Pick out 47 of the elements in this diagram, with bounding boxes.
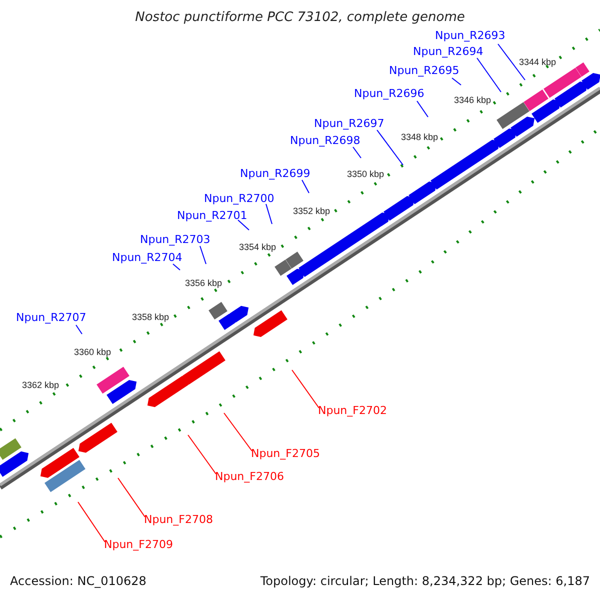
leader-line	[266, 204, 272, 224]
leader-line	[78, 502, 106, 542]
scale-label: 3352 kbp	[293, 207, 330, 216]
scale-label: 3350 kbp	[347, 170, 384, 179]
gene-label: Npun_R2704	[112, 252, 182, 263]
leader-line	[224, 412, 252, 452]
footer-text: Topology: circular; Length: 8,234,322 bp; Genes: 6,187	[260, 575, 590, 587]
leader-line	[452, 78, 462, 86]
gene-label: Npun_R2694	[413, 46, 484, 57]
footer-text: Accession: NC_010628	[10, 575, 146, 587]
gene-label: Npun_R2699	[240, 168, 310, 179]
leader-line	[498, 44, 526, 80]
scale-label: 3358 kbp	[132, 313, 170, 322]
gene-label: Npun_R2693	[435, 30, 506, 41]
gene-label: Npun_F2705	[251, 448, 320, 459]
leader-line	[76, 324, 82, 334]
gene-label: Npun_F2702	[318, 405, 387, 416]
scale-label: 3346 kbp	[454, 96, 492, 105]
scale-label: 3344 kbp	[519, 58, 556, 67]
gene-label: Npun_R2703	[140, 234, 210, 245]
gene-label: Npun_F2708	[144, 514, 213, 525]
gene-label: Npun_R2701	[177, 210, 248, 221]
leader-line	[238, 220, 250, 230]
leader-line	[302, 180, 310, 194]
diagram-title: Nostoc punctiforme PCC 73102, complete genome	[134, 11, 466, 24]
leader-line	[200, 246, 206, 264]
leader-line	[188, 434, 216, 474]
leader-line	[416, 100, 428, 118]
scale-label: 3356 kbp	[185, 279, 222, 288]
gene-label: Npun_R2697	[314, 118, 384, 129]
gene-label: Npun_R2695	[389, 65, 460, 76]
leader-line	[476, 58, 502, 92]
scale-label: 3348 kbp	[401, 133, 438, 142]
gene-label: Npun_F2709	[104, 539, 173, 550]
leader-line	[352, 146, 362, 158]
gene-label: Npun_R2707	[16, 312, 86, 323]
gene-label: Npun_R2698	[290, 135, 360, 146]
leader-line	[118, 478, 146, 518]
gene-label: Npun_F2706	[215, 471, 284, 482]
gene-label: Npun_R2696	[354, 88, 424, 99]
scale-label: 3360 kbp	[74, 348, 112, 357]
scale-label: 3354 kbp	[239, 243, 276, 252]
scale-label: 3362 kbp	[22, 381, 60, 390]
leader-line	[172, 264, 180, 270]
leader-line	[376, 130, 404, 166]
leader-line	[292, 370, 320, 408]
gene-label: Npun_R2700	[204, 193, 274, 204]
